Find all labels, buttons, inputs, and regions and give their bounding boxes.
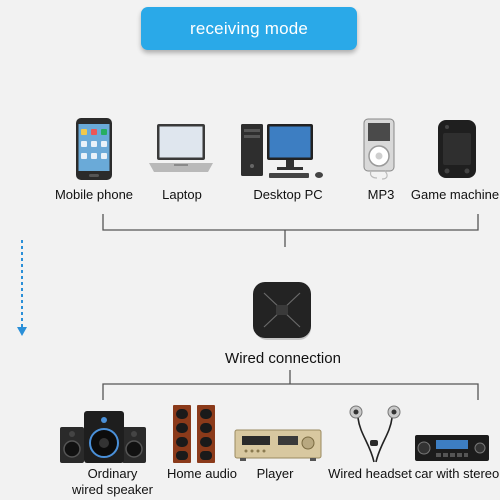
car-stereo-icon — [415, 435, 489, 461]
game-machine-icon — [438, 120, 476, 178]
down-arrow-icon — [17, 240, 27, 336]
mobile-phone-icon — [76, 118, 112, 180]
home-audio-icon — [173, 405, 215, 463]
player-icon — [234, 429, 322, 461]
source-label-laptop: Laptop — [162, 187, 202, 202]
hub-label: Wired connection — [225, 350, 341, 367]
output-label-speaker-line2: wired speaker — [72, 482, 153, 497]
source-label-desktop-pc: Desktop PC — [253, 187, 323, 202]
bottom-bracket — [102, 383, 479, 400]
output-label-car-stereo: car with stereo — [414, 466, 500, 481]
output-label-speaker: Ordinary wired speaker — [60, 466, 165, 498]
speaker-icon — [60, 411, 146, 463]
source-label-game-machine: Game machine — [410, 187, 500, 202]
output-label-home-audio: Home audio — [166, 466, 238, 481]
source-label-mp3: MP3 — [367, 187, 395, 202]
bluetooth-receiver-icon — [253, 282, 311, 340]
wired-headset-icon — [349, 405, 401, 463]
output-label-speaker-line1: Ordinary — [87, 466, 138, 481]
desktop-pc-icon — [241, 124, 323, 178]
source-label-mobile-phone: Mobile phone — [54, 187, 134, 202]
output-label-wired-headset: Wired headset — [328, 466, 412, 481]
top-bracket — [102, 214, 479, 231]
mode-banner: receiving mode — [141, 7, 357, 50]
laptop-icon — [149, 124, 213, 172]
output-label-player: Player — [256, 466, 294, 481]
mp3-player-icon — [363, 118, 395, 180]
